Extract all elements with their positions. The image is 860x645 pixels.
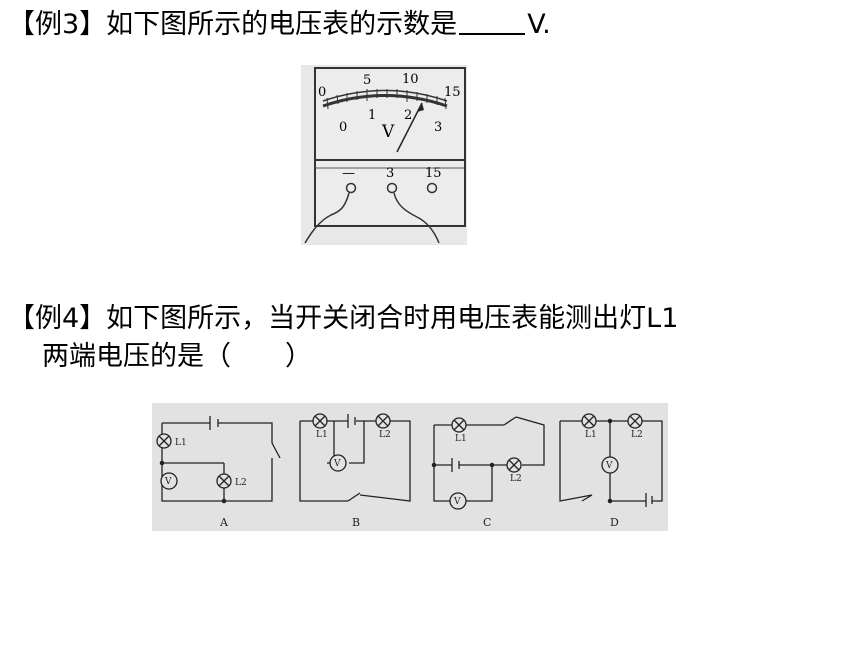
top-scale-0: 0 (318, 85, 326, 100)
answer-blank (459, 7, 526, 35)
bottom-scale-0: 0 (339, 120, 347, 135)
voltmeter-drawing: 0 5 10 15 0 1 2 3 V — 3 15 (304, 67, 466, 244)
label-b-v: V (333, 459, 341, 469)
option-c-label: C (483, 516, 491, 529)
terminal-label-3: 3 (386, 166, 394, 181)
circuit-d (559, 413, 663, 507)
pointer-tip (417, 103, 424, 112)
option-a-label: A (219, 516, 229, 529)
example-3-text: 【例3】如下图所示的电压表的示数是 (8, 9, 458, 40)
circuit-a (156, 416, 281, 504)
terminal-label-15: 15 (425, 166, 442, 181)
example-3-unit: V. (527, 9, 551, 40)
terminal-15 (426, 182, 438, 194)
top-scale-5: 5 (363, 73, 371, 88)
meter-frame (314, 67, 466, 227)
example-3-question: 【例3】如下图所示的电压表的示数是 V. (8, 6, 551, 44)
terminal-label-negative: — (342, 166, 355, 181)
label-d-l2: L2 (631, 430, 643, 440)
terminal-3 (386, 182, 398, 194)
label-d-l1: L1 (585, 430, 597, 440)
top-scale-15: 15 (444, 85, 461, 100)
label-a-l2: L2 (235, 478, 247, 488)
label-c-v: V (453, 497, 461, 507)
wire-left (304, 192, 350, 244)
label-d-v: V (605, 461, 613, 471)
label-c-l2: L2 (510, 474, 522, 484)
wire-right (393, 192, 440, 244)
label-b-l1: L1 (316, 430, 328, 440)
label-a-v: V (164, 477, 172, 487)
example-4-question-line2: 两端电压的是（ ） (42, 341, 312, 372)
circuits-drawing: L1 L2 V L1 L2 V L1 L2 V L1 L2 V A B C D (156, 413, 663, 529)
unit-label: V (381, 122, 395, 142)
scale-ticks (326, 89, 447, 110)
circuit-b (299, 413, 411, 502)
label-a-l1: L1 (175, 438, 187, 448)
option-d-label: D (610, 516, 619, 529)
option-b-label: B (352, 516, 360, 529)
label-c-l1: L1 (455, 434, 467, 444)
bottom-scale-3: 3 (434, 120, 442, 135)
example-4-question: 【例4】如下图所示，当开关闭合时用电压表能测出灯L1 (8, 303, 679, 334)
top-scale-10: 10 (402, 72, 419, 87)
terminal-negative (345, 182, 357, 194)
bottom-scale-1: 1 (368, 108, 376, 123)
scale-band (322, 94, 448, 108)
circuit-c (431, 416, 545, 510)
bottom-scale-2: 2 (404, 108, 412, 123)
voltmeter-figure: 0 5 10 15 0 1 2 3 V — 3 15 (301, 65, 467, 245)
label-b-l2: L2 (379, 430, 391, 440)
circuit-diagrams: L1 L2 V L1 L2 V L1 L2 V L1 L2 V A B C D (152, 403, 668, 531)
